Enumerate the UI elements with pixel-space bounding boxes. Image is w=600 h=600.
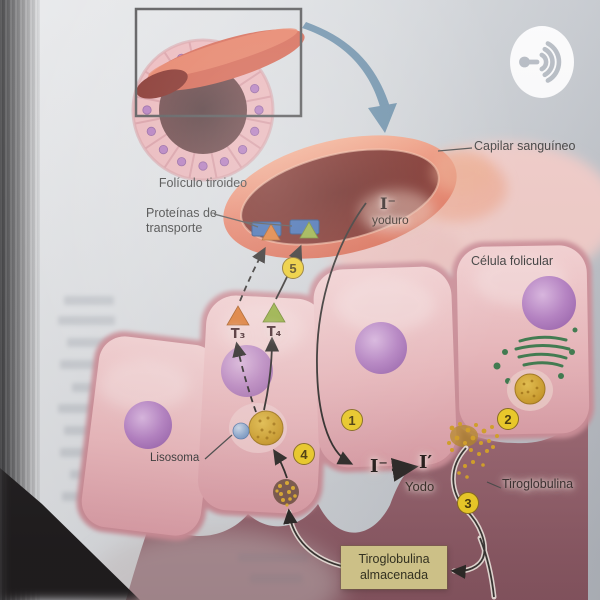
label-yodo: Yodo <box>405 479 435 494</box>
t3-release-arrow <box>232 341 257 413</box>
t3-triangle <box>226 305 250 326</box>
broadcast-icon <box>508 23 576 101</box>
label-proteinas-linea2: transporte <box>146 220 203 235</box>
ghost-text-line <box>238 553 308 562</box>
label-tiroglobulina: Tiroglobulina <box>502 477 574 491</box>
speckled-vesicle <box>273 479 299 507</box>
ghost-text-line <box>67 338 114 347</box>
tg-box-line1: Tiroglobulina <box>358 552 430 566</box>
label-reaccion-hacia: I′ <box>419 452 433 473</box>
tg-box-line2: almacenada <box>359 568 429 583</box>
label-proteinas-linea1: Proteínas de <box>146 206 217 220</box>
transport-proteins <box>251 219 320 241</box>
golgi-apparatus <box>514 335 571 368</box>
label-lisosoma: Lisosoma <box>150 452 200 464</box>
label-t3: T₃ <box>230 327 246 342</box>
ghost-text-line <box>58 404 115 413</box>
t3-bound-triangle <box>261 223 281 241</box>
tiroglobulina-almacenada-box: Tiroglobulina almacenada <box>341 546 447 589</box>
colloid-fade <box>87 529 343 600</box>
t4-triangle <box>262 302 286 323</box>
step-badge-5: 5 <box>282 257 304 279</box>
blue-arrow <box>302 22 397 133</box>
lysosome-vesicle-group <box>229 403 287 453</box>
label-proteinas-transporte: Proteínas de transporte <box>146 206 217 236</box>
ghost-text-line <box>60 360 116 369</box>
oxidation-arrow <box>390 458 419 482</box>
label-capilar-sanguineo: Capilar sanguíneo <box>474 139 576 153</box>
yoduro-halo <box>359 190 435 234</box>
cell-nuclei <box>124 276 576 449</box>
process-arrows <box>232 202 419 482</box>
label-celula-folicular: Célula folicular <box>471 254 553 268</box>
step-badge-1: 1 <box>341 409 363 431</box>
t4-bound-triangle <box>299 221 319 239</box>
t4-release-arrow <box>263 336 280 411</box>
label-reaccion-desde: I⁻ <box>370 456 388 477</box>
label-t4: T₄ <box>266 325 282 340</box>
endocytosis-arrow <box>273 448 288 479</box>
label-foliculo-tiroideo: Folículo tiroideo <box>158 176 248 190</box>
pointer-lines <box>204 147 502 489</box>
ghost-text-line <box>250 574 302 583</box>
step-badge-4: 4 <box>293 443 315 465</box>
step-badge-3: 3 <box>457 492 479 514</box>
iodide-uptake-arrow <box>316 202 367 465</box>
step-badge-2: 2 <box>497 408 519 430</box>
label-yoduro: yoduro <box>372 213 409 227</box>
golden-vesicle <box>248 410 284 446</box>
lysosome-body <box>232 422 250 440</box>
label-yoduro-simbolo: I⁻ <box>380 194 396 213</box>
inset-zoom-box <box>134 7 303 118</box>
thyroglobulin-vesicle-right <box>507 369 553 411</box>
storage-path <box>283 447 495 598</box>
inset-capillary <box>136 28 305 99</box>
ghost-text-line <box>64 296 114 305</box>
t3-secretion-arrow <box>239 246 266 302</box>
ghost-text-line <box>58 316 115 325</box>
thyroglobulin-dots <box>447 422 499 479</box>
